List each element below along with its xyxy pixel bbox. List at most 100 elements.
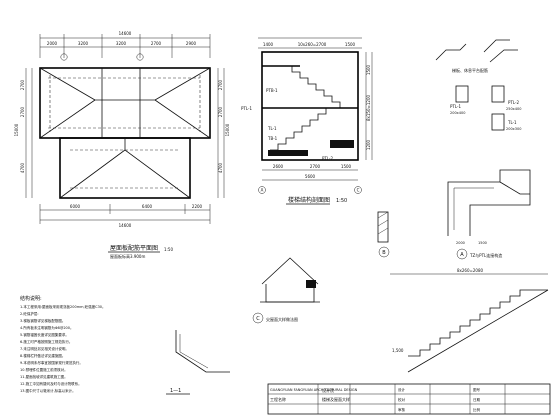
detail-a-label: A: [460, 252, 464, 258]
detail-c-bubble: [252, 312, 264, 324]
section-11-rebar: [179, 334, 209, 369]
note-line: 7.未注明处另见相关设计说明。: [20, 346, 69, 351]
note-line: 6.施工时严格按照施工规范执行。: [20, 339, 72, 344]
notes-heading: 结构说明:: [20, 295, 42, 302]
stair-label-tb1: TB-1: [267, 136, 278, 141]
roof-left-dim-1: 2700: [20, 79, 25, 90]
detail-b-bubble: [378, 246, 390, 258]
beam-label-ptl2: PTL-2: [508, 100, 519, 105]
stair-flight-lower: [270, 107, 340, 151]
axis-bubble-c: [354, 186, 362, 194]
note-line: 5.钢筋锚固长度详见图集要求。: [20, 332, 69, 337]
attic-roof-line: [261, 257, 319, 285]
note-line: 8.楼梯栏杆做法详见建施图。: [20, 353, 65, 358]
roof-top-dim-1: 2000: [47, 41, 58, 46]
tz-dim-b: 1500: [478, 241, 487, 245]
long-stair-profile: [408, 289, 548, 357]
roof-top-dim-5: 2900: [186, 41, 197, 46]
stair-bottom-dim-1: 2600: [273, 164, 284, 169]
stair-top-dim-1: 1400: [263, 42, 274, 47]
axis-a-label: A: [261, 188, 264, 193]
roof-left-total: 15000: [14, 123, 19, 136]
title-cell: 校对: [398, 397, 406, 402]
roof-top-dim-2: 3200: [78, 41, 89, 46]
roof-right-dim-3: 4700: [218, 162, 223, 173]
roof-outline-upper: [39, 67, 211, 139]
stair-enclosure: [261, 51, 359, 161]
note-line: 12.施工中如有疑问及时与设计院联系。: [20, 381, 82, 386]
title-drawing: 楼梯及屋面大样: [322, 396, 350, 402]
beam-section-ptl1: [455, 85, 469, 103]
beam-section-ptl2: [491, 85, 505, 103]
roof-right-dim-2: 2700: [218, 106, 223, 117]
roof-bottom-dim-2: 6400: [142, 204, 153, 209]
stair-label-tl1: TL-1: [267, 126, 277, 131]
tz-ptl-connection: [447, 169, 531, 236]
stair-label-ptl1: PTL-1: [241, 106, 252, 111]
stair-right-dim-1: 1500: [366, 64, 371, 75]
stair-right-dim-2: 8x150=1200: [366, 95, 371, 122]
detail-b-label: B: [382, 250, 386, 256]
beam-dim-3: 200x300: [506, 127, 521, 131]
long-stair-height: 1,500: [392, 348, 404, 353]
stair-beam: [330, 140, 354, 148]
stair-bottom-total: 5600: [305, 174, 316, 179]
general-notes: 结构说明: 1.本工程采用:屋面板采用现浇板200mm,砼强度C30。 2.砼保…: [20, 295, 106, 393]
tz-rebar: [453, 187, 494, 230]
title-cell: 日期: [473, 397, 481, 402]
stair-flight-upper: [280, 65, 341, 108]
roof-bottom-dim-3: 2200: [192, 204, 203, 209]
roof-plan-title: 屋面板配筋平面图: [110, 244, 158, 252]
stair-section-title: 楼梯结构剖面图: [288, 196, 330, 204]
axis-bubble: [136, 53, 144, 61]
beam-label-tl1: TL-1: [507, 120, 517, 125]
stair-section: 1400 10x260=2700 1500 PTL-1 PTB-1 TL-1 T…: [241, 37, 373, 205]
detail-c-label: C: [256, 316, 260, 322]
tz-detail-title: TZ与PTL连接构造: [469, 252, 502, 258]
stair-foundation: [268, 150, 308, 156]
stair-top-dim-3: 1500: [345, 42, 356, 47]
title-block: GUANGYUAN FANGYUAN ARCHITECTURAL DESIGN …: [267, 383, 551, 415]
roof-left-dim-2: 2700: [20, 106, 25, 117]
roof-top-total: 14600: [119, 31, 132, 36]
detail-drawings: 梯板、休息平台配筋 PTL-1 PTL-2 TL-1 200x400 250x4…: [166, 39, 549, 395]
note-line: 1.本工程采用:屋面板采用现浇板200mm,砼强度C30。: [20, 304, 106, 309]
beam-dim-1: 200x400: [450, 111, 465, 115]
title-project: 工程名称: [270, 396, 286, 402]
roof-top-dim-3: 3200: [116, 41, 127, 46]
note-line: 4.所有板未注明钢筋为Φ8@200。: [20, 325, 74, 330]
title-cell: 设计: [398, 387, 406, 392]
stair-bottom-dim-3: 1500: [341, 164, 352, 169]
attic-beam: [306, 280, 316, 288]
detail-a-bubble: [456, 248, 468, 260]
note-line: 3.梯板钢筋详见梯板配筋图。: [20, 318, 65, 323]
stair-section-scale: 1:50: [336, 198, 347, 204]
detail-title-tb: 梯板、休息平台配筋: [452, 67, 488, 73]
title-company: GUANGYUAN FANGYUAN ARCHITECTURAL DESIGN: [270, 388, 358, 392]
roof-right-total: 15000: [225, 123, 230, 136]
title-cell: 审核: [398, 407, 406, 412]
axis-c-label: C: [357, 188, 360, 193]
roof-plan: 14600 2000 3200 3200 2700 2900 2700: [14, 31, 230, 259]
note-line: 10.预埋件位置施工前须核对。: [20, 367, 68, 372]
stair-top-dim-2: 10x260=2700: [298, 42, 327, 47]
axis-bubble-a: [258, 186, 266, 194]
long-stair-dim: 8x260=2080: [457, 268, 484, 273]
note-line: 2.砼保护层:: [20, 311, 39, 316]
note-line: 13.图中尺寸以毫米计,标高以米计。: [20, 388, 76, 393]
roof-plan-scale: 1:50: [164, 247, 173, 252]
title-cell: 图号: [473, 387, 481, 392]
note-line: 9.本说明未尽事宜按国家现行规范执行。: [20, 360, 83, 365]
detail-slab-2: [483, 39, 510, 53]
beam-label-ptl1: PTL-1: [450, 104, 461, 109]
stair-label-ptl2: PTL-2: [322, 156, 333, 161]
beam-section-tl1: [491, 113, 505, 131]
stair-label-ptb1: PTB-1: [266, 88, 278, 93]
roof-top-dim-4: 2700: [151, 41, 162, 46]
axis-bubble: [60, 53, 68, 61]
column-detail-b: [377, 211, 389, 243]
title-company-cn: 设计院: [322, 387, 334, 393]
attic-detail-title: 尖屋面大样做法图: [266, 316, 298, 322]
note-line: 11.屋面找坡详见建筑施工图。: [20, 374, 68, 379]
